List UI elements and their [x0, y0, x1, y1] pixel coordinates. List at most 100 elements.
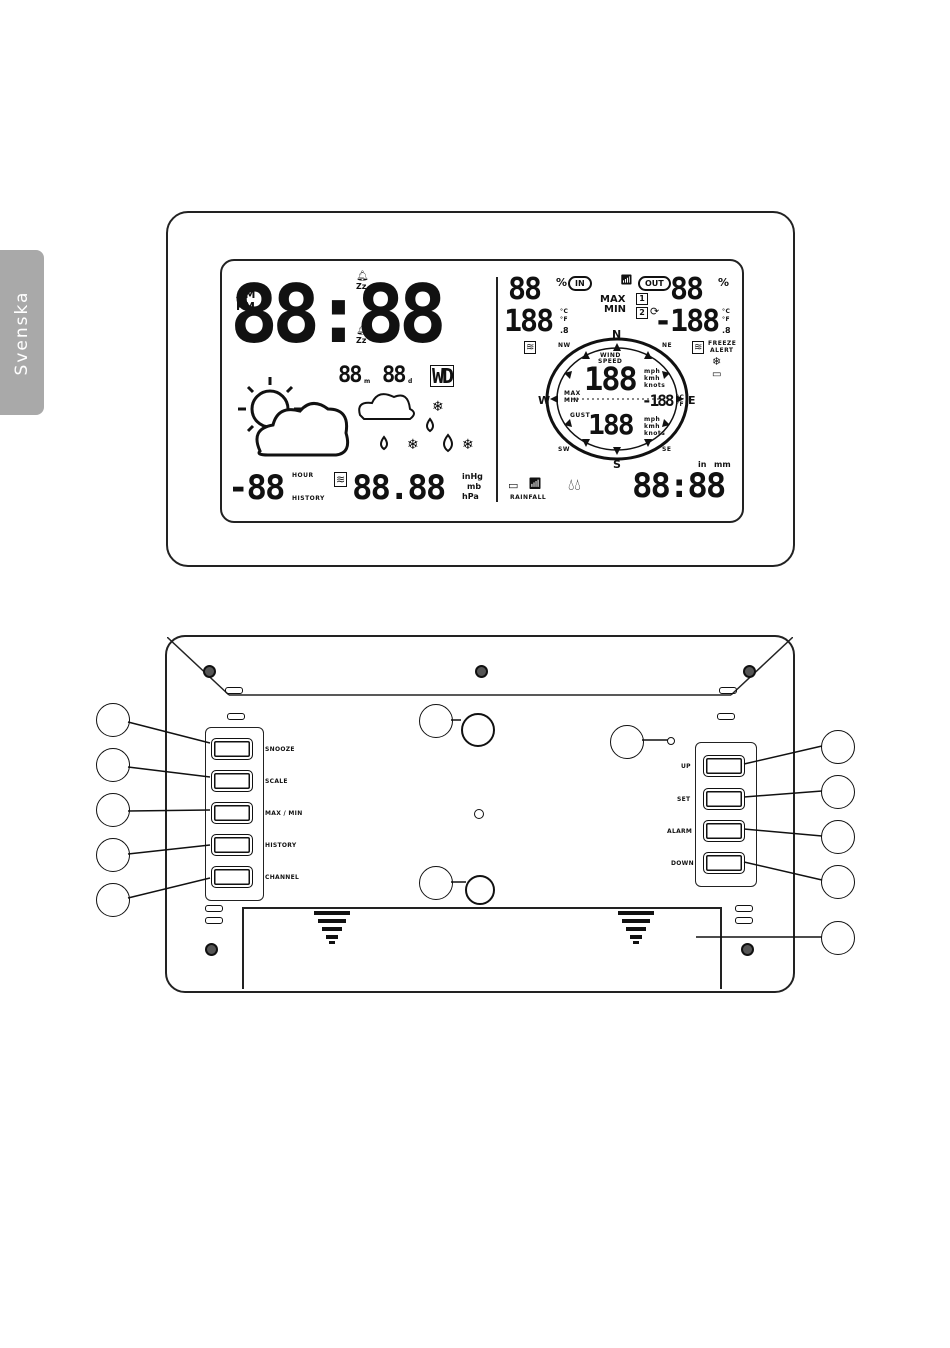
- outdoor-max-label: MAX: [600, 294, 626, 305]
- alarm-label: ALARM: [667, 828, 693, 835]
- wind-chill-unit-c: °C: [676, 394, 685, 401]
- screw-icon: [475, 665, 488, 678]
- wind-speed-unit-kmh: kmh: [644, 375, 661, 382]
- screw-icon: [741, 943, 754, 956]
- wind-compass-ring: [545, 337, 689, 461]
- up-button[interactable]: [703, 755, 745, 777]
- rain-snow-forecast-icon: ❄ ❄ ❄: [358, 393, 474, 453]
- channel-button[interactable]: [211, 866, 253, 888]
- back-panel-illustration: SNOOZE SCALE MAX / MIN HISTORY CHANNEL U…: [165, 635, 795, 993]
- history-label: HISTORY: [292, 495, 325, 502]
- vent-slot: [719, 687, 737, 694]
- grip-icon: [314, 911, 350, 944]
- gust-unit-knots: knots: [644, 430, 666, 437]
- compass-sw: SW: [558, 446, 570, 453]
- callout-circle: [419, 704, 453, 738]
- language-tab-label: Svenska: [12, 290, 32, 375]
- callout-circle: [96, 793, 130, 827]
- front-display-illustration: AM PM 88:88 Zz Zz 🔔︎ 🔔︎ 88 m 88 d WD ❄❄❄: [166, 211, 795, 567]
- vent-slot: [735, 905, 753, 912]
- channel-2-indicator: 2: [636, 307, 648, 319]
- callout-circle: [821, 820, 855, 854]
- indoor-temp-unit-c: °C: [560, 308, 569, 315]
- compass-se: SE: [662, 446, 672, 453]
- reset-hole-icon: [667, 737, 675, 745]
- vent-slot: [735, 917, 753, 924]
- trend-icon: ≋: [524, 341, 537, 354]
- indoor-badge: IN: [568, 276, 592, 291]
- rainfall-label: RAINFALL: [510, 494, 547, 501]
- screw-icon: [743, 665, 756, 678]
- outdoor-humidity: 88: [670, 272, 704, 307]
- rain-unit-in: in: [698, 460, 707, 469]
- channel-cycle-icon: ⟳: [650, 305, 660, 318]
- hour-label: HOUR: [292, 472, 314, 479]
- pressure-value: 88.88: [352, 468, 446, 508]
- snooze-label: SNOOZE: [265, 746, 295, 753]
- screw-icon: [205, 943, 218, 956]
- vent-slot: [205, 905, 223, 912]
- vent-slot: [717, 713, 735, 720]
- rain-unit-mm: mm: [714, 460, 731, 469]
- set-button[interactable]: [703, 788, 745, 810]
- wall-mount-hole-icon: [461, 713, 495, 747]
- outdoor-temp-unit-c: °C: [722, 308, 731, 315]
- grip-icon: [618, 911, 654, 944]
- pressure-history-value: -88: [228, 468, 285, 508]
- alarm-2-snooze: Zz: [356, 336, 367, 345]
- wind-speed-unit-mph: mph: [644, 368, 661, 375]
- snooze-button[interactable]: [211, 738, 253, 760]
- callout-circle: [419, 866, 453, 900]
- trend-icon: ≋: [334, 472, 348, 487]
- indoor-humidity: 88: [508, 272, 542, 307]
- rain-drops-icon: 💧︎💧︎: [568, 475, 581, 494]
- battery-icon: ▭: [712, 369, 722, 380]
- compass-s: S: [613, 458, 621, 471]
- set-label: SET: [677, 796, 691, 803]
- pressure-unit-inhg: inHg: [462, 472, 483, 481]
- clock-time: 88:88: [230, 268, 447, 361]
- max-min-button[interactable]: [211, 802, 253, 824]
- am-indicator: AM: [236, 288, 256, 301]
- channel-1-indicator: 1: [636, 293, 648, 305]
- vent-slot: [227, 713, 245, 720]
- history-button[interactable]: [211, 834, 253, 856]
- callout-circle: [96, 748, 130, 782]
- power-jack-icon: [465, 875, 495, 905]
- center-hole-icon: [474, 809, 484, 819]
- pm-indicator: PM: [236, 300, 256, 313]
- scale-button[interactable]: [211, 770, 253, 792]
- screw-icon: [203, 665, 216, 678]
- pressure-unit-mb: mb: [467, 482, 482, 491]
- down-button[interactable]: [703, 852, 745, 874]
- outdoor-temperature: -188: [654, 304, 720, 339]
- snowflake-icon: ❄: [712, 355, 722, 368]
- gust-value: 188: [588, 408, 635, 441]
- max-min-label: MAX / MIN: [265, 810, 303, 817]
- history-label: HISTORY: [265, 842, 297, 849]
- callout-circle: [610, 725, 644, 759]
- scale-label: SCALE: [265, 778, 288, 785]
- callout-circle: [96, 703, 130, 737]
- outdoor-badge: OUT: [638, 276, 671, 291]
- svg-text:❄: ❄: [432, 399, 444, 415]
- callout-circle: [821, 730, 855, 764]
- indoor-humidity-unit: %: [556, 276, 568, 289]
- wind-speed-value: 188: [584, 360, 638, 398]
- left-button-panel: [205, 727, 264, 901]
- freeze-alert-label-2: ALERT: [710, 347, 734, 354]
- wind-speed-label-2: SPEED: [598, 358, 623, 365]
- callout-circle: [96, 883, 130, 917]
- pressure-unit-hpa: hPa: [462, 492, 479, 501]
- svg-text:❄: ❄: [407, 437, 419, 453]
- signal-icon: 📶︎: [528, 477, 542, 490]
- trend-icon: ≋: [692, 341, 705, 354]
- rainfall-value: 88:88: [632, 466, 726, 506]
- alarm-button[interactable]: [703, 820, 745, 842]
- compass-nw: NW: [558, 342, 571, 349]
- svg-text:❄: ❄: [462, 437, 474, 453]
- date-day: 88: [338, 363, 362, 388]
- wind-chill-temperature: -188: [642, 391, 675, 410]
- gust-label: GUST: [570, 412, 591, 419]
- callout-circle: [821, 921, 855, 955]
